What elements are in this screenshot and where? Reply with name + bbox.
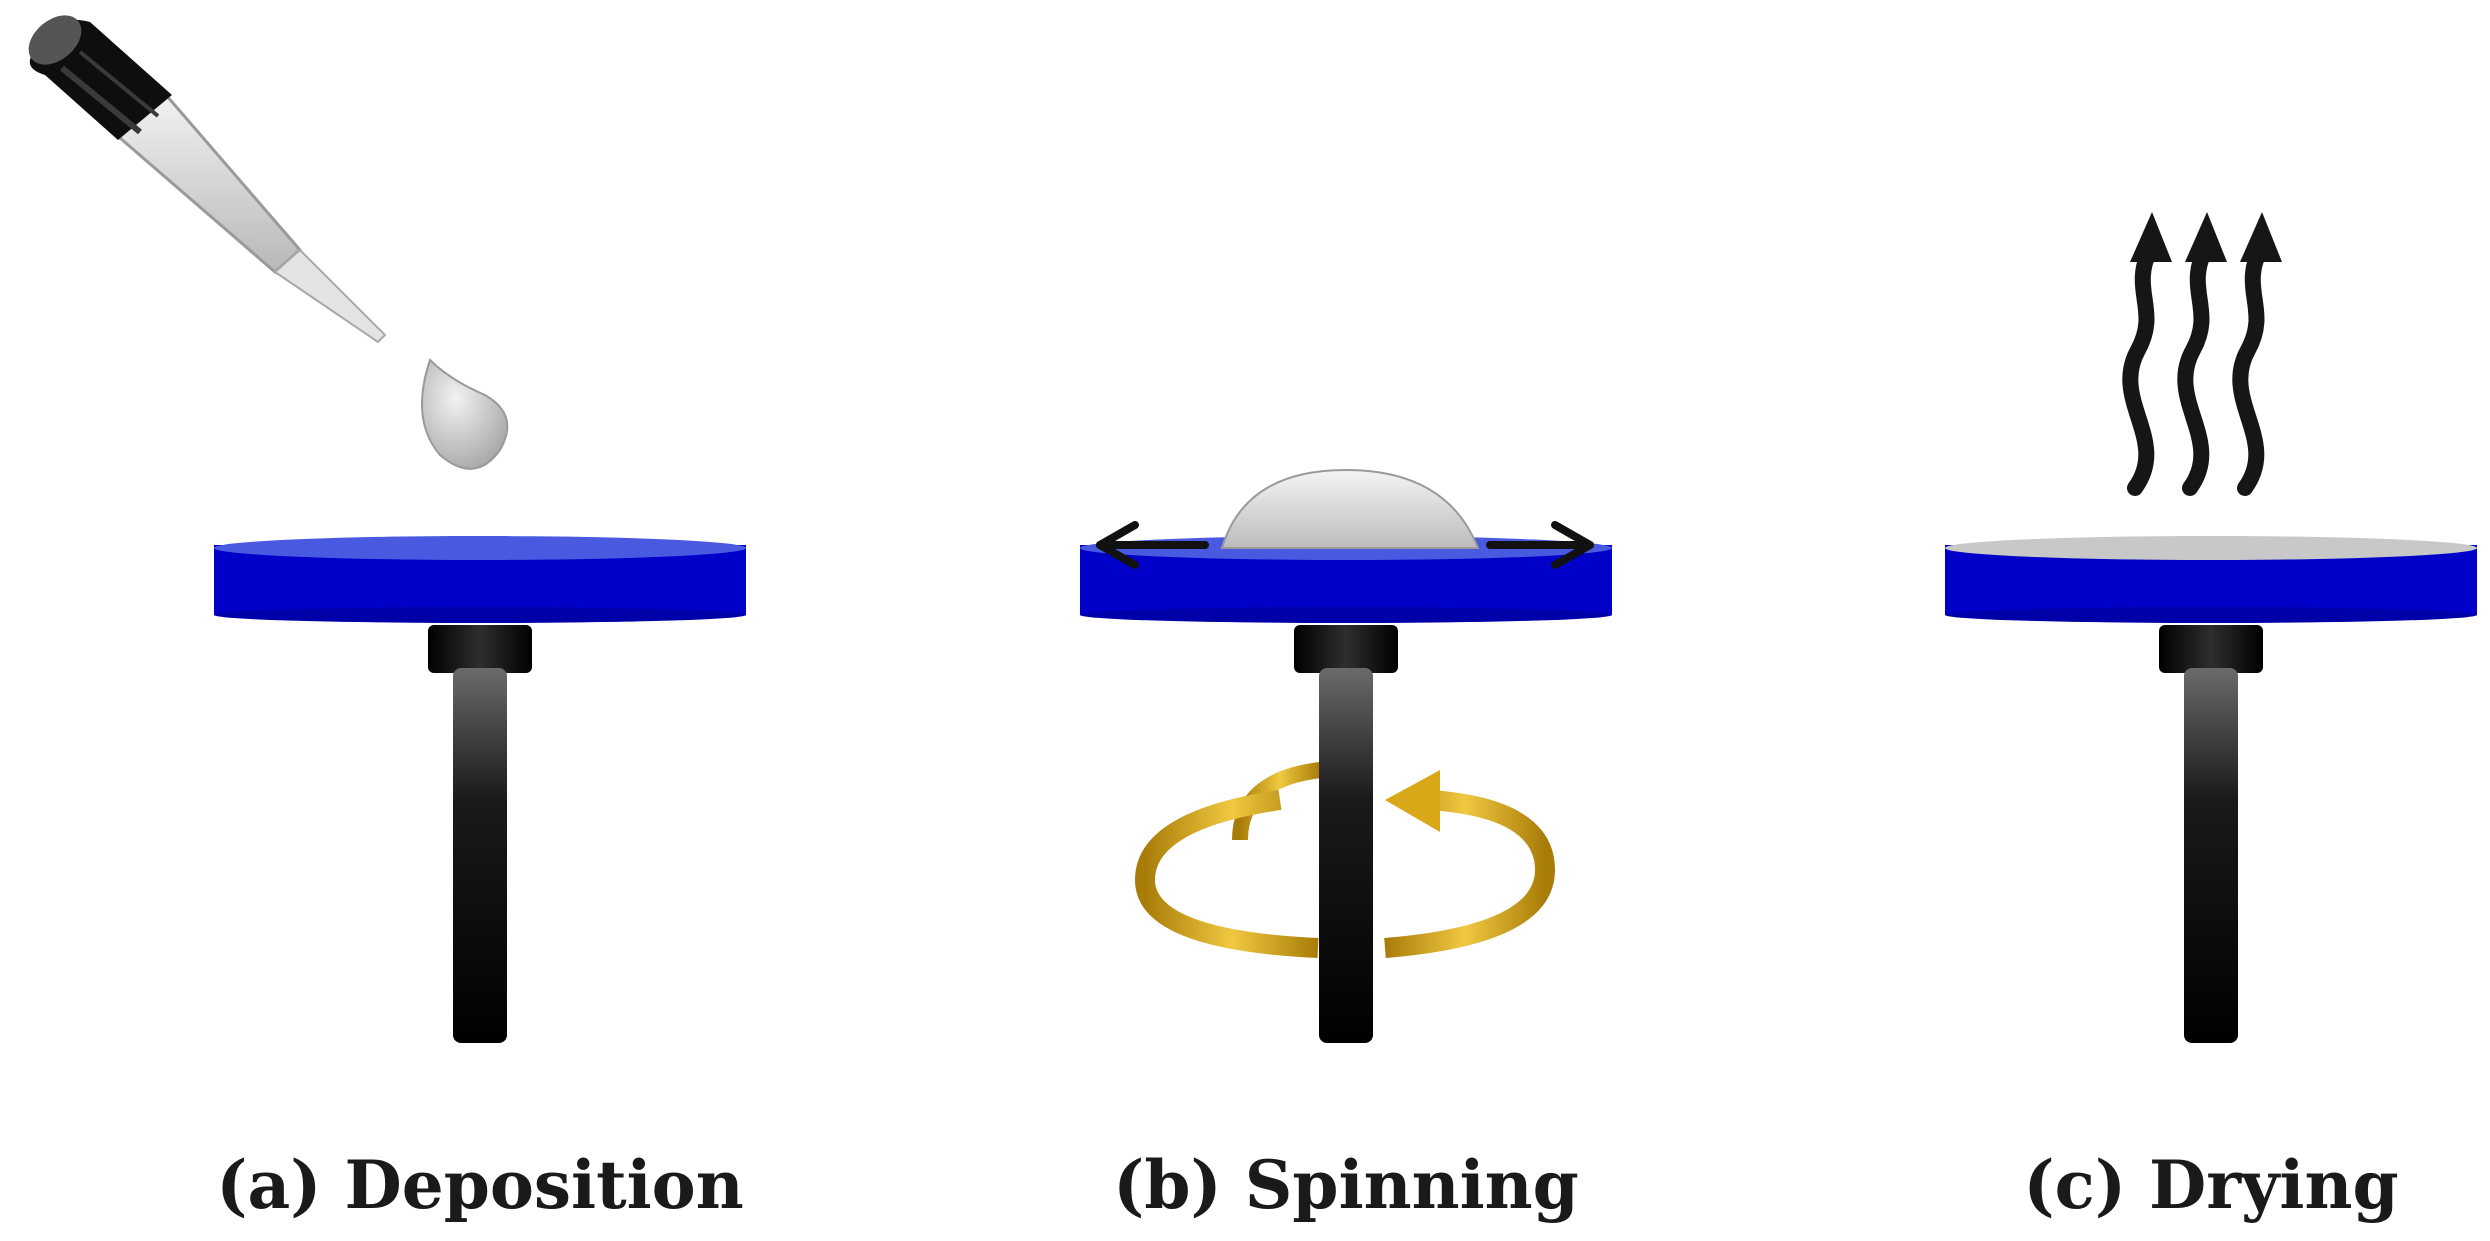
panel-drying: (c) Drying — [1945, 212, 2477, 1224]
spin-shaft-c — [2159, 625, 2263, 1043]
evaporation-arrows-icon — [2122, 242, 2268, 496]
caption-spinning: (b) Spinning — [1113, 1146, 1579, 1224]
wafer-deposition — [214, 536, 746, 623]
wafer-drying — [1945, 536, 2477, 623]
fluid-dome — [1220, 468, 1480, 549]
panel-spinning: (b) Spinning — [1080, 468, 1612, 1224]
spread-arrows-icon — [1096, 521, 1594, 569]
caption-drying: (c) Drying — [2023, 1146, 2398, 1224]
pipette-icon — [28, 15, 387, 344]
spin-shaft-b — [1294, 625, 1398, 1043]
droplet — [421, 358, 509, 470]
spin-shaft-a — [428, 625, 532, 1043]
wafer-spinning — [1080, 536, 1612, 623]
caption-deposition: (a) Deposition — [216, 1146, 743, 1224]
evaporation-arrowheads — [2130, 212, 2282, 262]
panel-deposition: (a) Deposition — [28, 15, 746, 1224]
rotation-ring-back — [1232, 762, 1322, 841]
rotation-arrow-icon — [1134, 770, 1556, 958]
